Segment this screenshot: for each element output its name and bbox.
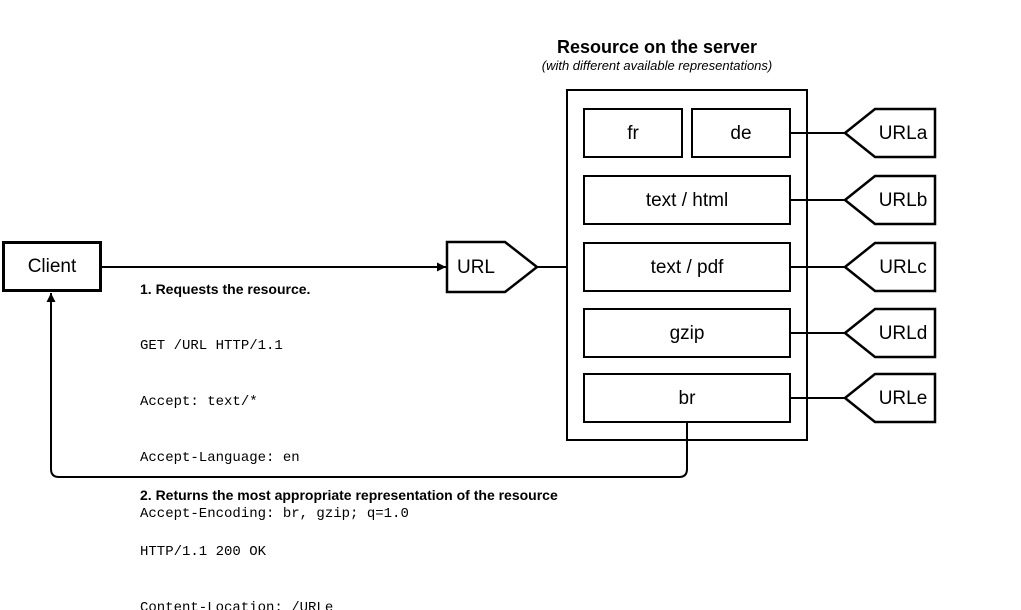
url-tag-a-label: URLa xyxy=(878,122,928,144)
url-tag-e-label: URLe xyxy=(878,387,928,409)
return-path-arrow xyxy=(46,293,688,478)
representation-text-pdf-label: text / pdf xyxy=(650,256,724,278)
response-line: Content-Location: /URLe xyxy=(140,599,334,610)
server-title: Resource on the server xyxy=(556,37,758,57)
request-line: Accept-Encoding: br, gzip; q=1.0 xyxy=(140,505,409,522)
url-tag-shape-b xyxy=(842,174,937,226)
request-headers: GET /URL HTTP/1.1 Accept: text/* Accept-… xyxy=(140,300,409,560)
server-box xyxy=(566,89,808,441)
representation-de: de xyxy=(691,108,791,158)
representation-text-html: text / html xyxy=(583,175,791,225)
response-headers: HTTP/1.1 200 OK Content-Location: /URLe … xyxy=(140,506,558,610)
response-annotation: 2. Returns the most appropriate represen… xyxy=(140,487,558,610)
client-node: Client xyxy=(2,241,102,292)
representation-text-pdf: text / pdf xyxy=(583,242,791,292)
url-tag-shape-e xyxy=(842,372,937,424)
server-title-block: Resource on the server (with different a… xyxy=(462,36,852,74)
representation-text-html-label: text / html xyxy=(645,189,729,211)
url-tag-c-label: URLc xyxy=(879,256,927,278)
response-line: HTTP/1.1 200 OK xyxy=(140,544,267,561)
url-tag-shape-d xyxy=(842,307,937,359)
url-tag-shape-c xyxy=(842,241,937,293)
representation-de-label: de xyxy=(730,122,752,144)
url-tag-shape-a xyxy=(842,107,937,159)
request-annotation: 1. Requests the resource. GET /URL HTTP/… xyxy=(140,281,409,560)
request-line: Accept-Language: en xyxy=(140,449,300,466)
request-line: Accept: text/* xyxy=(140,393,258,410)
representation-fr: fr xyxy=(583,108,683,158)
representation-fr-label: fr xyxy=(627,122,639,144)
representation-gzip-label: gzip xyxy=(669,322,705,344)
request-line: GET /URL HTTP/1.1 xyxy=(140,338,283,355)
url-tag-d-label: URLd xyxy=(878,322,928,344)
url-tag-b-label: URLb xyxy=(878,189,928,211)
representation-br: br xyxy=(583,373,791,423)
server-subtitle: (with different available representation… xyxy=(541,58,773,73)
url-node-label: URL xyxy=(456,256,495,278)
client-label: Client xyxy=(27,256,77,277)
representation-gzip: gzip xyxy=(583,308,791,358)
response-heading: 2. Returns the most appropriate represen… xyxy=(140,487,558,503)
url-pentagon-shape xyxy=(445,240,540,294)
request-heading: 1. Requests the resource. xyxy=(140,281,311,297)
representation-br-label: br xyxy=(678,387,696,409)
